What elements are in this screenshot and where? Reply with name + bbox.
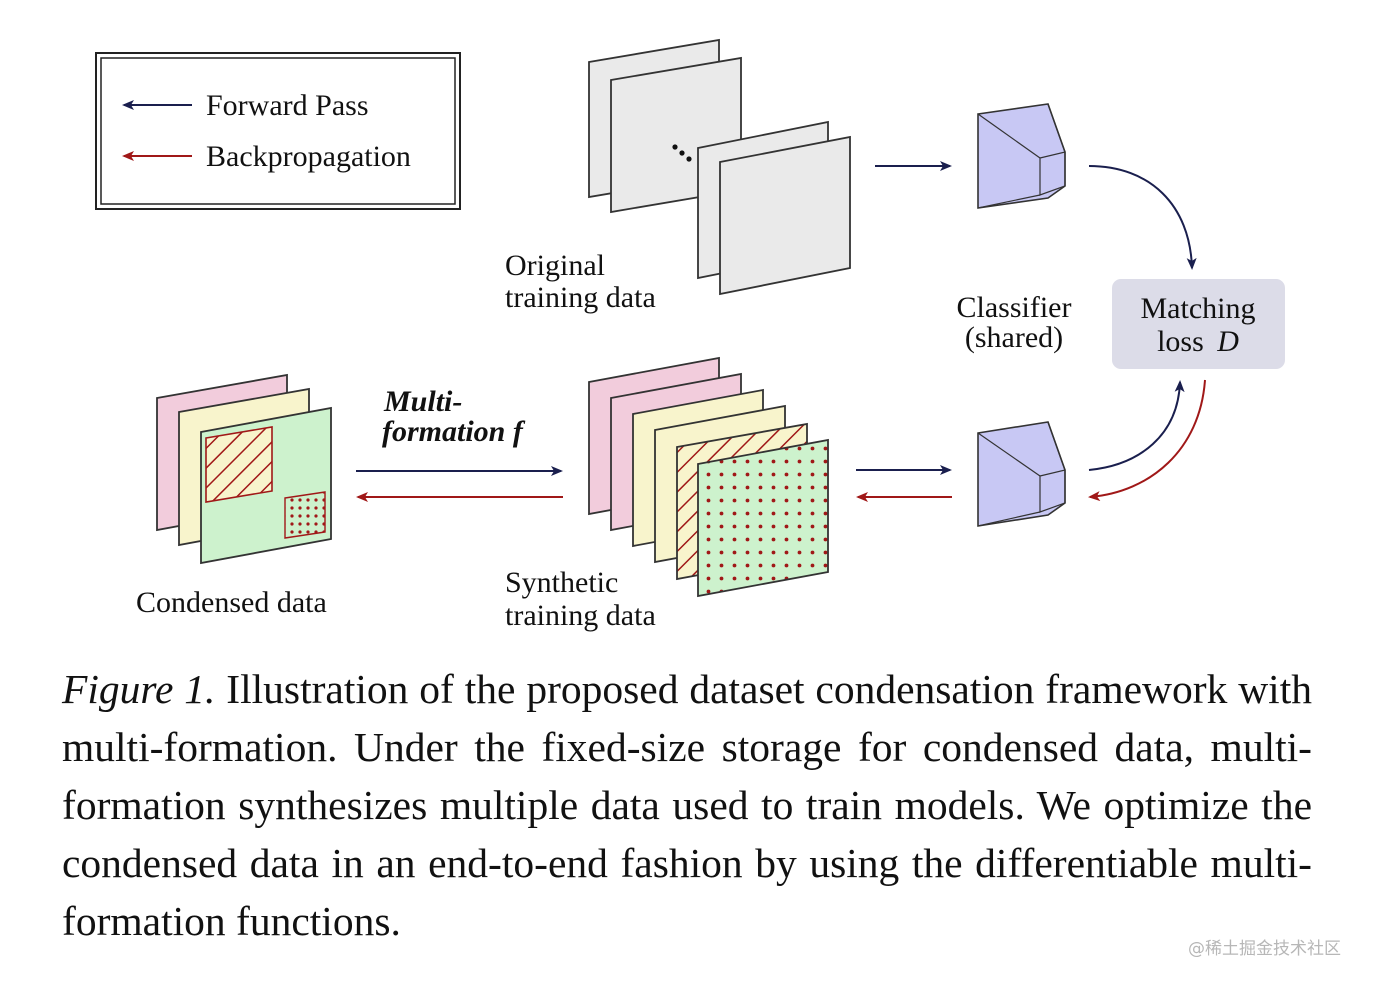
framework-diagram: Forward Pass Backpropagation Original tr… (95, 38, 1285, 632)
ellipsis-dot (672, 144, 678, 150)
ellipsis-dot (686, 156, 692, 162)
original-label-line2: training data (505, 281, 656, 314)
forward-curve-from-bottom (1088, 380, 1185, 471)
hatched-patch (205, 426, 273, 503)
classifier-label-line2: (shared) (965, 321, 1063, 354)
watermark: @稀土掘金技术社区 (1188, 939, 1341, 959)
figure-label: Figure 1. (62, 666, 216, 712)
condensed-label: Condensed data (136, 586, 327, 619)
legend-forward-label: Forward Pass (206, 89, 369, 122)
legend-backprop-label: Backpropagation (206, 140, 411, 173)
synthetic-label-line1: Synthetic (505, 566, 618, 599)
synthetic-training-data (588, 356, 829, 598)
condensed-data (156, 373, 332, 565)
matching-label-line1: Matching (1141, 292, 1256, 325)
dotted-patch (284, 491, 326, 539)
matching-loss-box (1112, 279, 1285, 369)
multi-formation-line1: Multi- (383, 385, 462, 418)
classifier-label-line1: Classifier (957, 291, 1072, 324)
forward-curve-to-loss (1088, 165, 1197, 270)
backprop-curve-from-loss (1088, 379, 1206, 502)
classifier-bottom (977, 421, 1066, 527)
synthetic-label-line2: training data (505, 599, 656, 632)
original-label-line1: Original (505, 249, 605, 282)
matching-label-line2: loss D (1157, 325, 1239, 358)
legend: Forward Pass Backpropagation (95, 52, 461, 210)
figure-caption: Figure 1. Illustration of the proposed d… (62, 660, 1312, 950)
multi-formation-line2: formation f (382, 415, 526, 448)
original-training-data (588, 38, 851, 296)
caption-text: Illustration of the proposed dataset con… (62, 666, 1312, 944)
ellipsis-dot (679, 150, 685, 156)
classifier-top (977, 103, 1066, 209)
